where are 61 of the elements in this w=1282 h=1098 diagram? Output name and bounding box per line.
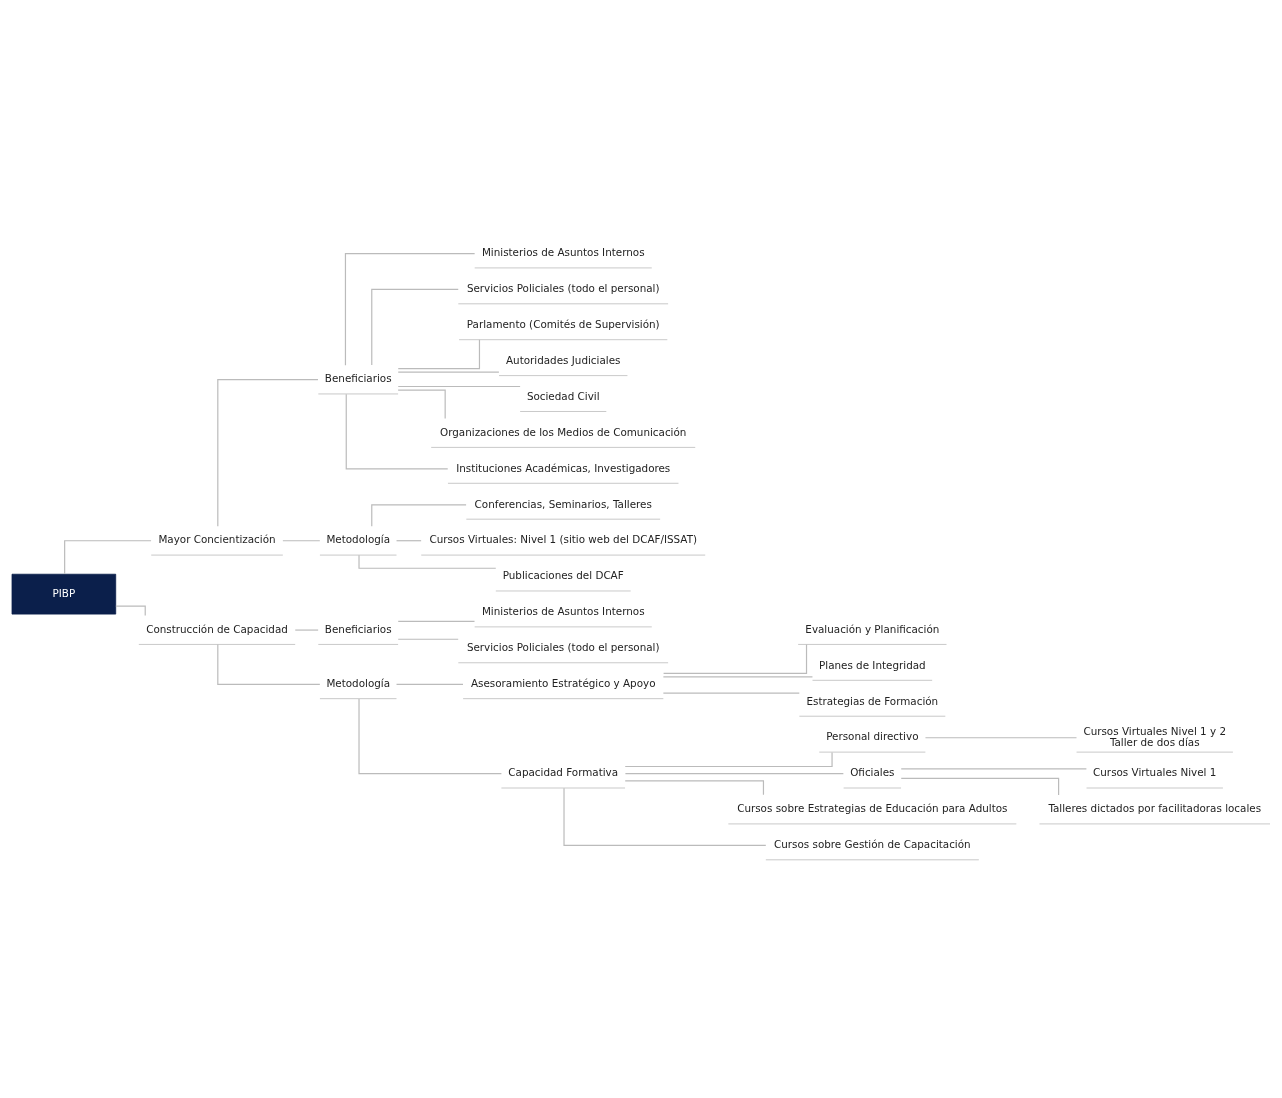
connector — [115, 605, 146, 616]
node-text: Sociedad Civil — [526, 389, 600, 402]
node-text: Servicios Policiales (todo el personal) — [466, 281, 660, 294]
connector — [345, 393, 449, 470]
node-text: Cursos Virtuales: Nivel 1 (sitio web del DCAF/ISSAT) — [429, 532, 698, 545]
connector — [397, 389, 446, 419]
connector — [358, 697, 502, 774]
connector — [217, 378, 319, 527]
node-text: Beneficiarios — [324, 371, 392, 384]
node-text: Mayor Concientización — [158, 532, 276, 545]
connector — [662, 692, 800, 694]
node-text: Conferencias, Seminarios, Talleres — [474, 497, 652, 510]
node-text: Cursos Virtuales Nivel 1 — [1093, 765, 1217, 778]
connector — [624, 779, 765, 795]
connector — [924, 736, 1078, 738]
connector — [900, 777, 1060, 796]
node-text: Metodología — [326, 676, 391, 689]
connector — [282, 539, 321, 541]
connector — [663, 643, 808, 674]
connector — [344, 252, 476, 366]
node-text: Cursos Virtuales Nivel 1 y 2 Taller de dos días — [1083, 724, 1227, 748]
connector — [624, 772, 844, 774]
connector — [395, 683, 464, 685]
connector — [371, 503, 467, 527]
connector — [217, 643, 321, 685]
node-text: Ministerios de Asuntos Internos — [481, 604, 645, 617]
connector — [294, 628, 319, 631]
connector — [395, 539, 422, 541]
node-text: Cursos sobre Gestión de Capacitación — [774, 837, 971, 850]
node-text: Talleres dictados por facilitadoras locales — [1048, 801, 1262, 814]
connector — [900, 767, 1087, 769]
connector — [64, 539, 152, 575]
node-text: Cursos sobre Estrategias de Educación para Adultos — [737, 801, 1008, 814]
connector — [397, 620, 476, 622]
node-text: Autoridades Judiciales — [506, 353, 621, 366]
node-box: PIBP — [11, 573, 117, 614]
connector — [397, 385, 521, 387]
connector — [563, 787, 767, 846]
connector — [397, 371, 500, 373]
connector — [358, 554, 497, 569]
node-text: Servicios Policiales (todo el personal) — [466, 640, 660, 653]
node-text: Publicaciones del DCAF — [502, 568, 624, 581]
node-text: Evaluación y Planificación — [805, 622, 940, 635]
node-text: Planes de Integridad — [819, 658, 926, 671]
node-text: Instituciones Académicas, Investigadores — [456, 461, 671, 474]
connector — [397, 338, 481, 369]
connector — [624, 751, 833, 767]
connector — [662, 675, 814, 677]
node-text: Construcción de Capacidad — [146, 622, 288, 635]
node-text: Asesoramiento Estratégico y Apoyo — [470, 676, 656, 689]
node-text: Ministerios de Asuntos Internos — [481, 245, 645, 258]
node-text: Beneficiarios — [324, 622, 392, 635]
node-text: Personal directivo — [826, 729, 919, 742]
connector — [371, 288, 459, 366]
node-text: Organizaciones de los Medios de Comunicación — [440, 425, 687, 438]
connector — [397, 638, 459, 640]
node-text: Metodología — [326, 532, 391, 545]
node-text: Capacidad Formativa — [508, 765, 619, 778]
node-text: Estrategias de Formación — [806, 694, 939, 707]
node-text: Oficiales — [850, 765, 895, 778]
node-text: Parlamento (Comités de Supervisión) — [466, 317, 660, 330]
